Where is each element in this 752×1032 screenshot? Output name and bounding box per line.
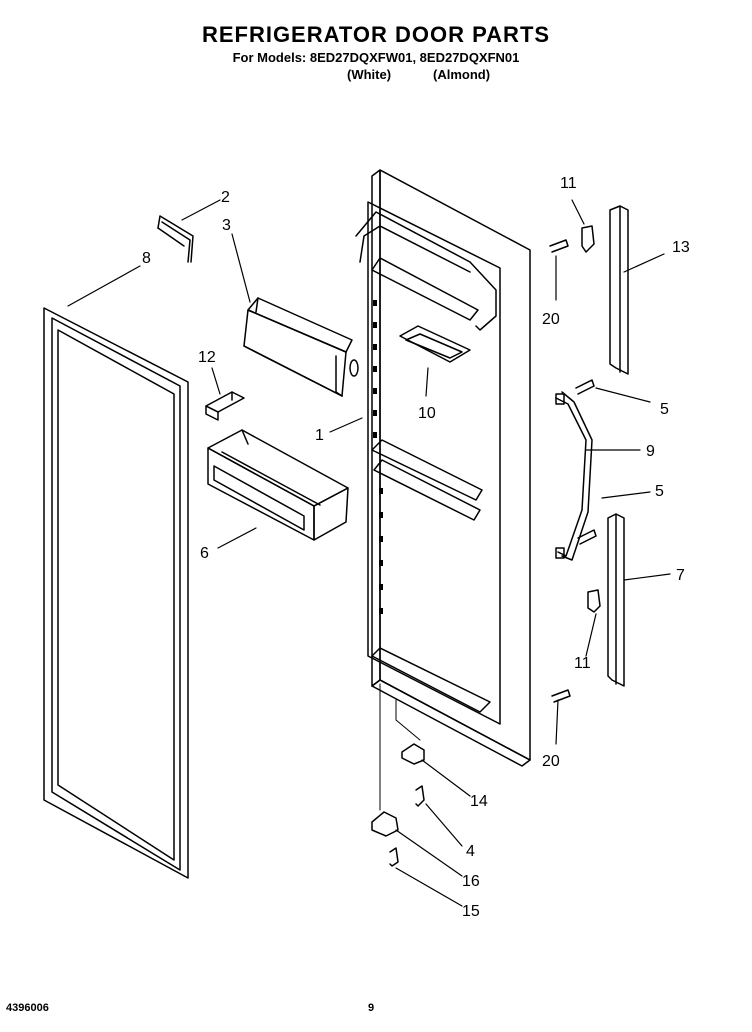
variant-almond-label: (Almond) xyxy=(433,67,491,82)
alignment-lines xyxy=(379,683,421,811)
callout-13: 13 xyxy=(672,239,690,256)
liner-holes xyxy=(373,300,383,614)
callout-10: 10 xyxy=(418,405,436,422)
callout-3: 3 xyxy=(222,217,231,234)
door-bin-part xyxy=(207,429,349,541)
callout-20-top: 20 xyxy=(542,311,560,328)
callout-20-bottom: 20 xyxy=(542,753,560,770)
dairy-door-part xyxy=(243,297,359,397)
callout-16: 16 xyxy=(462,873,480,890)
hardware-parts xyxy=(371,225,601,867)
door-gasket-part xyxy=(43,307,189,879)
callout-4: 4 xyxy=(466,843,475,860)
door-trim-top-part xyxy=(609,205,629,375)
callout-labels: 2 3 8 12 1 10 6 11 13 20 5 9 5 7 11 20 1… xyxy=(142,175,690,920)
door-trim-bottom-part xyxy=(607,513,625,687)
page-title: REFRIGERATOR DOOR PARTS xyxy=(201,22,551,47)
door-handle-part xyxy=(555,391,593,561)
bracket-part xyxy=(205,391,245,421)
callout-14: 14 xyxy=(470,793,488,810)
callout-12: 12 xyxy=(198,349,216,366)
models-line: For Models: 8ED27DQXFW01, 8ED27DQXFN01 xyxy=(232,50,520,65)
callout-2: 2 xyxy=(221,189,230,206)
door-liner-part xyxy=(355,169,531,767)
callout-5-top: 5 xyxy=(660,401,669,418)
callout-7: 7 xyxy=(676,567,685,584)
page-number: 9 xyxy=(368,1002,375,1014)
callout-15: 15 xyxy=(462,903,480,920)
callout-11-bottom: 11 xyxy=(574,655,591,672)
callout-8: 8 xyxy=(142,250,151,267)
leader-lines xyxy=(67,199,671,907)
document-number: 4396006 xyxy=(6,1002,49,1014)
callout-5-bottom: 5 xyxy=(655,483,664,500)
callout-11-top: 11 xyxy=(560,175,577,192)
callout-9: 9 xyxy=(646,443,655,460)
variant-white-label: (White) xyxy=(347,67,392,82)
callout-6: 6 xyxy=(200,545,209,562)
callout-1: 1 xyxy=(315,427,324,444)
clip-part xyxy=(157,215,194,263)
